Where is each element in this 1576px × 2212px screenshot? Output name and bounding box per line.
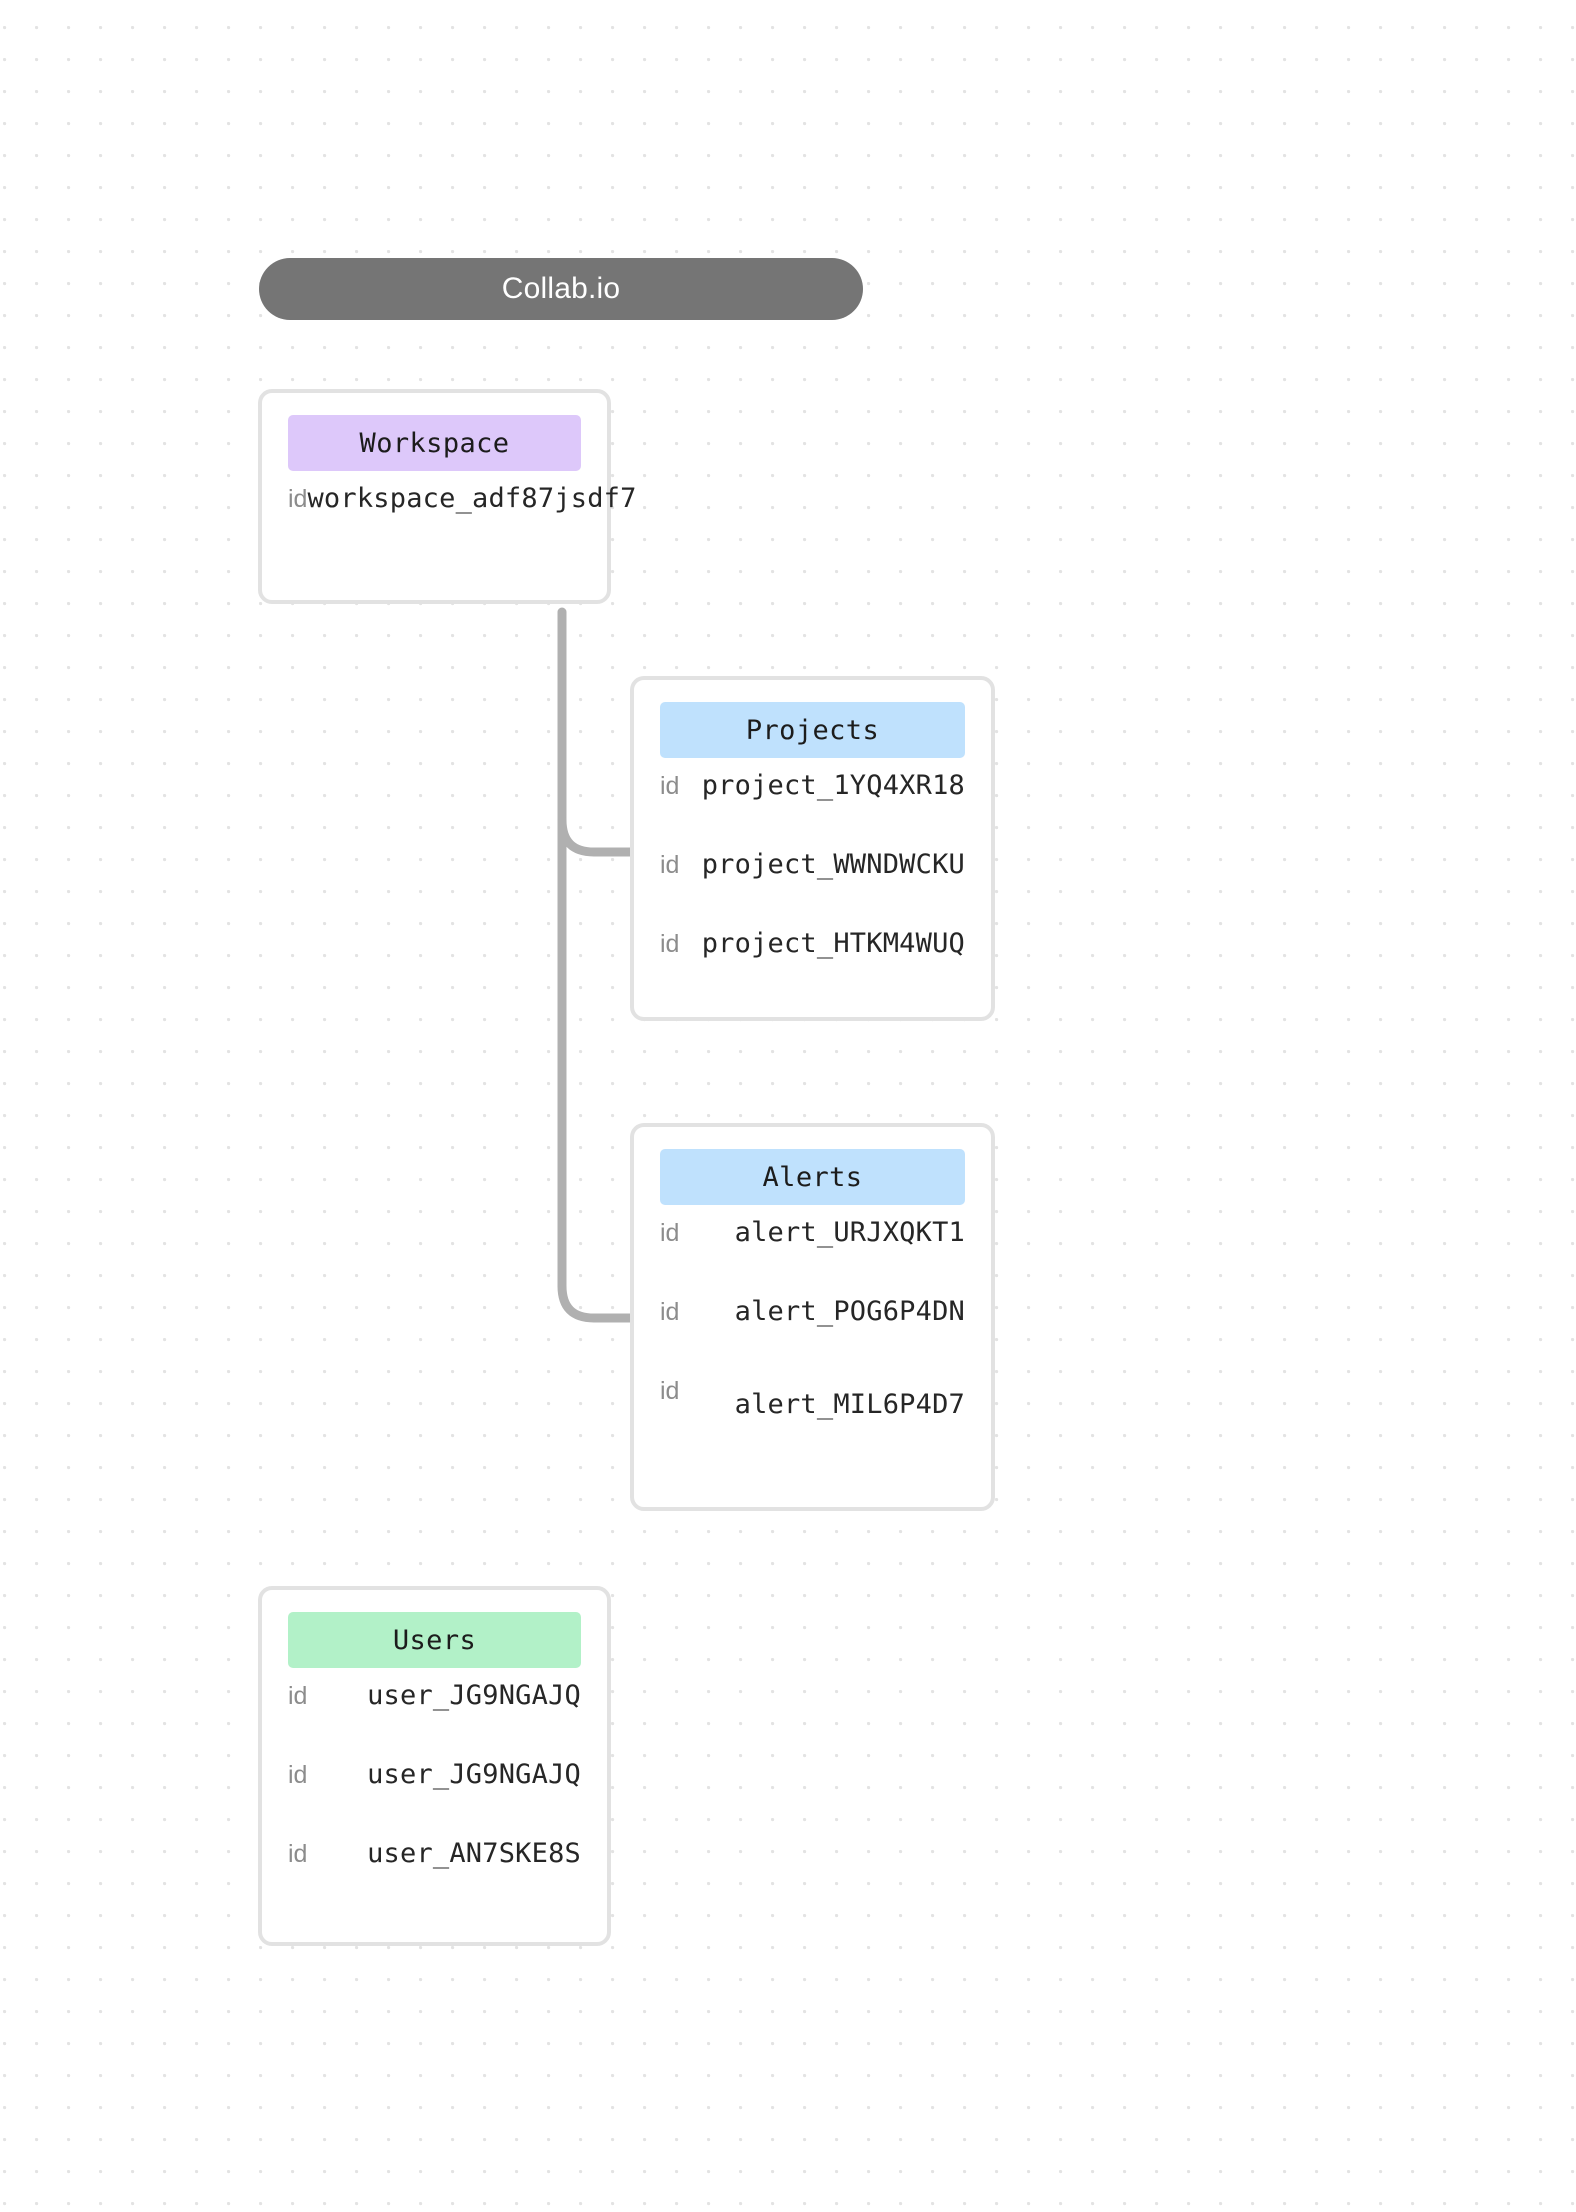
node-projects[interactable]: Projects id project_1YQ4XR18 id project_…: [630, 676, 995, 1021]
row-value: project_WWNDWCKU: [701, 849, 965, 880]
table-row[interactable]: id alert_POG6P4DN: [660, 1298, 965, 1377]
node-alerts-title: Alerts: [762, 1161, 863, 1193]
node-workspace-title: Workspace: [359, 427, 510, 459]
row-value: user_AN7SKE8S: [367, 1838, 581, 1869]
row-key: id: [288, 1761, 308, 1789]
row-key: id: [288, 485, 308, 513]
table-row[interactable]: id project_1YQ4XR18: [660, 772, 965, 851]
node-users[interactable]: Users id user_JG9NGAJQ id user_JG9NGAJQ …: [258, 1586, 611, 1946]
table-row[interactable]: id alert_URJXQKT1: [660, 1219, 965, 1298]
node-alerts-title-bar: Alerts: [660, 1149, 965, 1205]
table-row[interactable]: id user_JG9NGAJQ: [288, 1761, 581, 1840]
node-workspace-title-bar: Workspace: [288, 415, 581, 471]
table-row[interactable]: id workspace_adf87jsdf7: [288, 485, 636, 564]
row-key: id: [660, 1219, 680, 1247]
row-key: id: [660, 1377, 680, 1405]
row-key: id: [660, 772, 680, 800]
row-key: id: [288, 1682, 308, 1710]
row-value: user_JG9NGAJQ: [367, 1680, 581, 1711]
row-value: alert_MIL6P4D7: [734, 1389, 965, 1420]
row-key: id: [288, 1840, 308, 1868]
node-projects-title: Projects: [745, 714, 880, 746]
table-row[interactable]: id project_WWNDWCKU: [660, 851, 965, 930]
table-row[interactable]: id user_AN7SKE8S: [288, 1840, 581, 1919]
table-row[interactable]: id project_HTKM4WUQ: [660, 930, 965, 1009]
node-users-title: Users: [392, 1624, 477, 1656]
row-key: id: [660, 1298, 680, 1326]
row-value: alert_URJXQKT1: [734, 1217, 965, 1248]
node-projects-title-bar: Projects: [660, 702, 965, 758]
row-key: id: [660, 851, 680, 879]
row-value: project_HTKM4WUQ: [701, 928, 965, 959]
node-alerts[interactable]: Alerts id alert_URJXQKT1 id alert_POG6P4…: [630, 1123, 995, 1511]
app-title-pill[interactable]: Collab.io: [259, 258, 863, 320]
row-value: user_JG9NGAJQ: [367, 1759, 581, 1790]
row-value: project_1YQ4XR18: [701, 770, 965, 801]
app-title-label: Collab.io: [501, 272, 621, 305]
row-value: alert_POG6P4DN: [734, 1296, 965, 1327]
table-row[interactable]: id user_JG9NGAJQ: [288, 1682, 581, 1761]
node-workspace[interactable]: Workspace id workspace_adf87jsdf7: [258, 389, 636, 604]
table-row[interactable]: id alert_MIL6P4D7: [660, 1377, 965, 1456]
row-key: id: [660, 930, 680, 958]
row-value: workspace_adf87jsdf7: [307, 483, 637, 514]
node-users-title-bar: Users: [288, 1612, 581, 1668]
